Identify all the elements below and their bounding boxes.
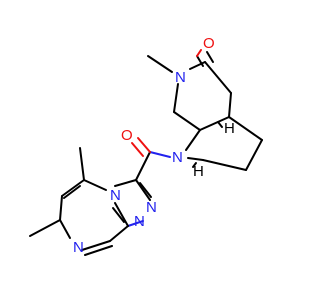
ethano-bridge-b [245,139,263,171]
ch2-bridgehead-bond [228,92,232,118]
triazolopyrimidine-bonds [29,147,152,256]
atom-o-amide: O [121,127,133,144]
bridgehead-link-bond [199,116,230,131]
atom-n-fused: N [110,187,121,204]
triazole-c-nfused-2 [114,202,129,227]
atom-n-bridge: N [172,149,183,166]
molecule-structure-svg: O N N O H H N N N N [29,35,263,256]
bicyclic-lactam-bonds [147,49,263,171]
lactam-carbonyl-bond-b [196,49,202,57]
atom-labels: O N N O H H N N N N [73,35,235,256]
triazole-c-double [112,207,125,223]
n-ch2-bond [173,83,179,113]
bridgehead-top-n-bond [185,129,201,151]
stereo-hash-top [217,121,223,128]
amide-co-bond-a [137,137,151,153]
pyr-nfused-c5 [83,179,107,191]
nbridge-carbonyl-bond [149,151,171,158]
lactam-carbonyl-bond-c [206,51,214,63]
atom-o-lactam: O [203,35,215,52]
c5-c6 [61,179,85,197]
stereo-hash-bottom [192,162,197,168]
triazole-c-na-double [139,182,152,198]
ethano-bridge-c [202,159,247,171]
atom-n-triazole-b: N [134,213,145,230]
atom-n-triazole-a: N [146,199,157,216]
ch2-bridgehead-left-bond [173,111,201,131]
amide-linker-bonds [131,137,171,181]
c5-methyl [79,147,85,181]
c7-n8 [59,219,71,239]
triazole-c-nfused [114,179,137,187]
n8-c8a-double [84,245,113,256]
atom-h-top: H [224,120,235,137]
atom-n-pyrimidine: N [73,239,84,256]
n8-c8a [81,240,111,251]
molecule-structure-canvas: O N N O H H N N N N [29,35,263,256]
bridgehead-n-bond [187,157,204,161]
co-ch2-bond [204,61,232,94]
c8a-triazole [109,225,129,242]
triazole-nb-c [127,220,144,227]
triazole-c-na [135,179,151,201]
n-methyl-bond [147,55,173,73]
c6-c7 [59,195,63,221]
co-n-bond [189,61,206,70]
c7-methyl [29,219,61,237]
amide-co-bond-b [131,142,144,157]
atom-n-lactam: N [175,69,186,86]
ethano-bridge-a [228,116,263,141]
c5-c6-double [63,185,81,199]
atom-h-bottom: H [193,163,204,180]
carbonyl-triazole-bond [135,151,151,181]
